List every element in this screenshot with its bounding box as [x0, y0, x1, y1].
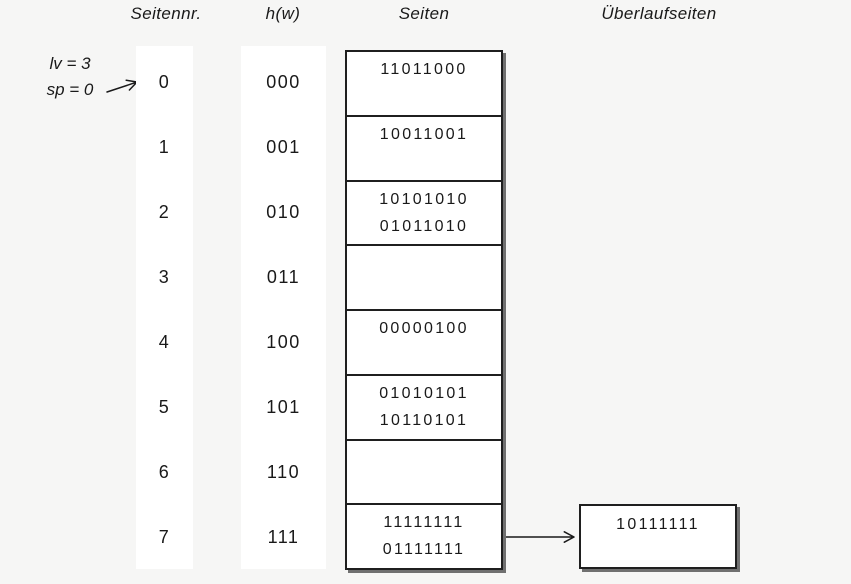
- hash-value-column: 000 001 010 011 100 101 110 111: [241, 46, 326, 569]
- split-pointer-value: sp = 0: [46, 80, 94, 99]
- column-header-pages: Seiten: [398, 4, 450, 23]
- bucket-value: 10101010: [379, 190, 469, 208]
- column-header-overflow-pages: Überlaufseiten: [601, 4, 717, 23]
- bucket-row-1: 10011001: [347, 117, 501, 182]
- bucket-value: 11011000: [380, 61, 468, 78]
- page-number-label: 0: [158, 72, 171, 92]
- bucket-row-6: [347, 441, 501, 506]
- bucket-value: 00000100: [379, 320, 469, 337]
- overflow-page: 10111111: [579, 504, 737, 569]
- bucket-value: 10011001: [379, 125, 469, 143]
- bucket-row-0: 11011000: [347, 52, 501, 117]
- hash-value-label: 111: [267, 527, 300, 547]
- bucket-value: 01010101: [379, 384, 469, 402]
- bucket-value: 11111111: [383, 514, 465, 532]
- hash-value-label: 000: [266, 72, 301, 92]
- pages-table: 11011000 10011001 10101010 01011010 0000…: [345, 50, 503, 570]
- page-number-label: 6: [158, 462, 171, 482]
- page-number-label: 3: [158, 267, 171, 287]
- bucket-value: 01011010: [379, 217, 469, 235]
- overflow-page-value: 10111111: [616, 516, 700, 533]
- bucket-value: 10110101: [379, 411, 469, 429]
- page-number-label: 7: [158, 527, 171, 547]
- hash-value-label: 101: [266, 397, 301, 417]
- bucket-row-7: 11111111 01111111: [347, 505, 501, 568]
- bucket-row-4: 00000100: [347, 311, 501, 376]
- hash-value-label: 011: [266, 267, 301, 287]
- hash-value-label: 100: [266, 332, 301, 352]
- level-value: lv = 3: [49, 54, 91, 73]
- column-header-hash-function: h(w): [265, 4, 301, 23]
- state-annotation: lv = 3 sp = 0: [30, 51, 110, 103]
- hash-value-label: 010: [266, 202, 301, 222]
- page-number-label: 5: [158, 397, 171, 417]
- page-number-label: 1: [158, 137, 171, 157]
- hash-value-label: 110: [266, 462, 301, 482]
- page-number-label: 4: [158, 332, 171, 352]
- page-number-label: 2: [158, 202, 171, 222]
- hash-value-label: 001: [266, 137, 301, 157]
- page-number-column: 0 1 2 3 4 5 6 7: [136, 46, 193, 569]
- bucket-row-3: [347, 246, 501, 311]
- column-header-page-number: Seitennr.: [130, 4, 202, 23]
- bucket-value: 01111111: [382, 541, 466, 559]
- bucket-row-5: 01010101 10110101: [347, 376, 501, 441]
- overflow-link-arrow: [505, 531, 575, 543]
- split-pointer-arrow: [106, 79, 138, 93]
- bucket-row-2: 10101010 01011010: [347, 182, 501, 247]
